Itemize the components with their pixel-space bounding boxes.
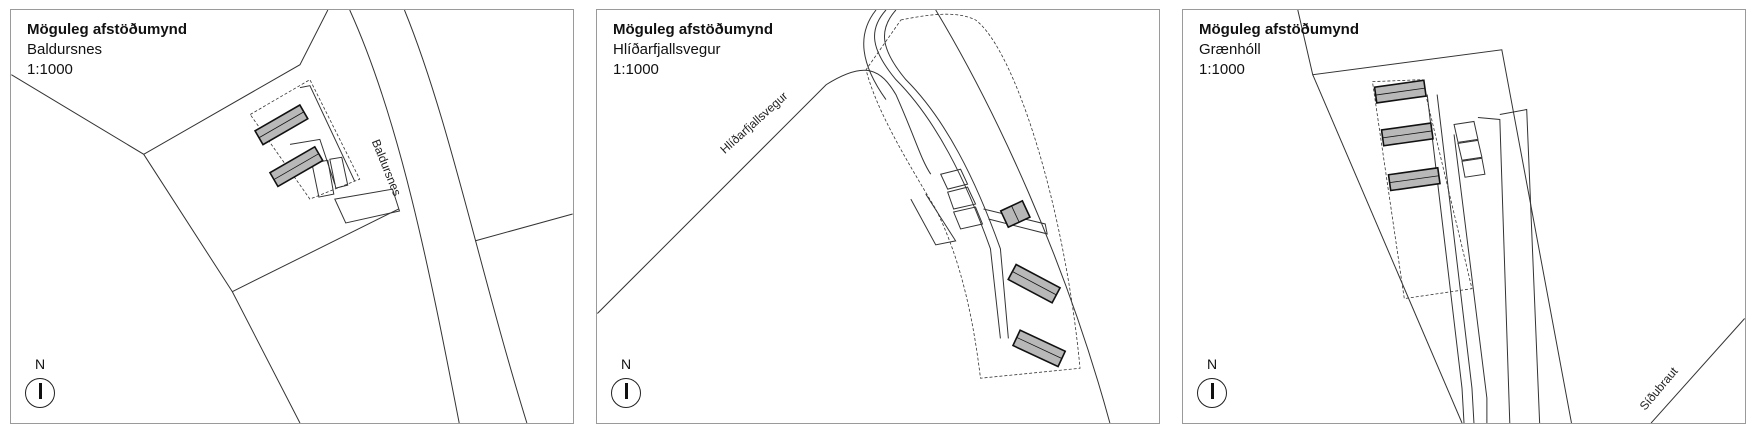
parking-area [1457,139,1483,161]
north-arrow: N [611,356,645,410]
access-path [299,85,356,182]
road-label: Baldursnes [369,137,404,198]
building-footprint [1011,329,1067,368]
scale-label: 1:1000 [613,61,659,78]
compass-icon [611,378,641,408]
location-name: Hlíðarfjallsvegur [613,41,721,58]
drawing-title: Möguleg afstöðumynd [27,21,187,38]
site-plan-panel-hlidarfjallsvegur: Hlíðarfjallsvegur Möguleg afstöðumynd Hl… [596,9,1160,424]
parking-area [947,186,977,210]
plot-line [143,10,329,155]
road-edge [863,10,887,100]
title-block: Möguleg afstöðumynd Grænhóll 1:1000 [1199,20,1359,80]
access-road [1477,116,1511,423]
scale-label: 1:1000 [27,61,73,78]
plot-line [232,208,399,293]
drawing-title: Möguleg afstöðumynd [613,21,773,38]
site-plan-drawing: Hlíðarfjallsvegur [597,10,1111,423]
parking-area [334,188,401,224]
road-edge [597,69,932,314]
location-name: Baldursnes [27,41,103,58]
title-block: Möguleg afstöðumynd Hlíðarfjallsvegur 1:… [613,20,773,80]
scale-label: 1:1000 [1199,61,1245,78]
building-footprint [1007,263,1062,304]
compass-icon [25,378,55,408]
road-label: Hlíðarfjallsvegur [717,89,790,157]
building-footprint [1373,79,1427,104]
road-edge [1650,318,1745,423]
building-footprint [999,199,1032,229]
access-road [1426,94,1465,423]
plot-line [474,213,573,242]
site-plan-panel-graenholl: Síðubraut Möguleg afstöðumynd Grænhóll 1… [1182,9,1746,424]
road-edge [403,10,528,423]
north-arrow: N [25,356,59,410]
plot-boundary [1371,79,1473,300]
parking-area [1461,157,1486,178]
title-block: Möguleg afstöðumynd Baldursnes 1:1000 [27,20,187,80]
building-footprint [268,145,324,188]
site-plan-drawing: Baldursnes [11,10,573,423]
access-road [874,10,1001,339]
access-road [1499,108,1541,423]
drawing-title: Möguleg afstöðumynd [1199,21,1359,38]
building-footprint [1387,166,1441,192]
compass-icon [1197,378,1227,408]
plot-line [1297,10,1572,423]
parking-area [329,156,349,189]
parking-area [910,193,957,246]
north-label: N [1206,356,1218,372]
parking-area [952,206,984,230]
access-road [1453,134,1488,423]
north-arrow: N [1197,356,1231,410]
site-plan-drawing: Síðubraut [1297,10,1745,423]
plot-line [1312,74,1463,423]
plot-boundary [865,13,1081,379]
north-label: N [34,356,46,372]
plot-boundary [249,79,361,200]
parking-area [1453,120,1479,143]
building-footprint [253,103,309,146]
road-edge [349,10,460,423]
site-plan-panel-baldursnes: Baldursnes Möguleg afstöðumynd Baldursne… [10,9,574,424]
plot-line [11,74,301,423]
road-edge [935,10,1111,423]
north-label: N [620,356,632,372]
road-label: Síðubraut [1637,364,1681,413]
access-road [884,10,1009,339]
building-footprint [1380,122,1434,147]
access-path [289,138,336,185]
location-name: Grænhóll [1199,41,1261,58]
parking-area [939,168,969,190]
